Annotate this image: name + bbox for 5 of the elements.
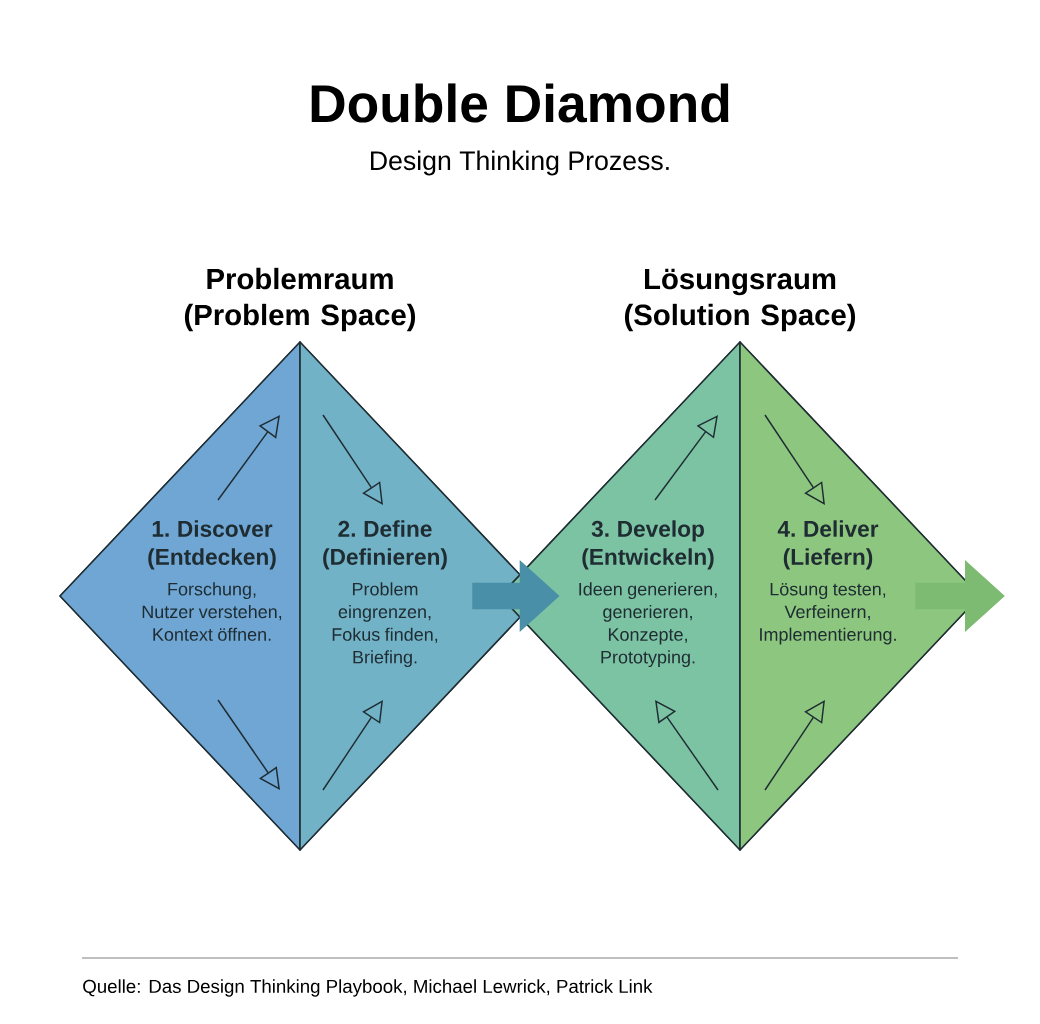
node-label: Lösungsraum (Solution Space): [624, 268, 856, 332]
subtitle: Design Thinking Prozess.: [371, 150, 669, 176]
source-note: Quelle: Das Design Thinking Playbook, Michael Lewrick, Patrick Link: [83, 979, 653, 997]
title: Double Diamond: [311, 83, 729, 123]
node-label: Problemraum (Problem Space): [184, 267, 416, 332]
